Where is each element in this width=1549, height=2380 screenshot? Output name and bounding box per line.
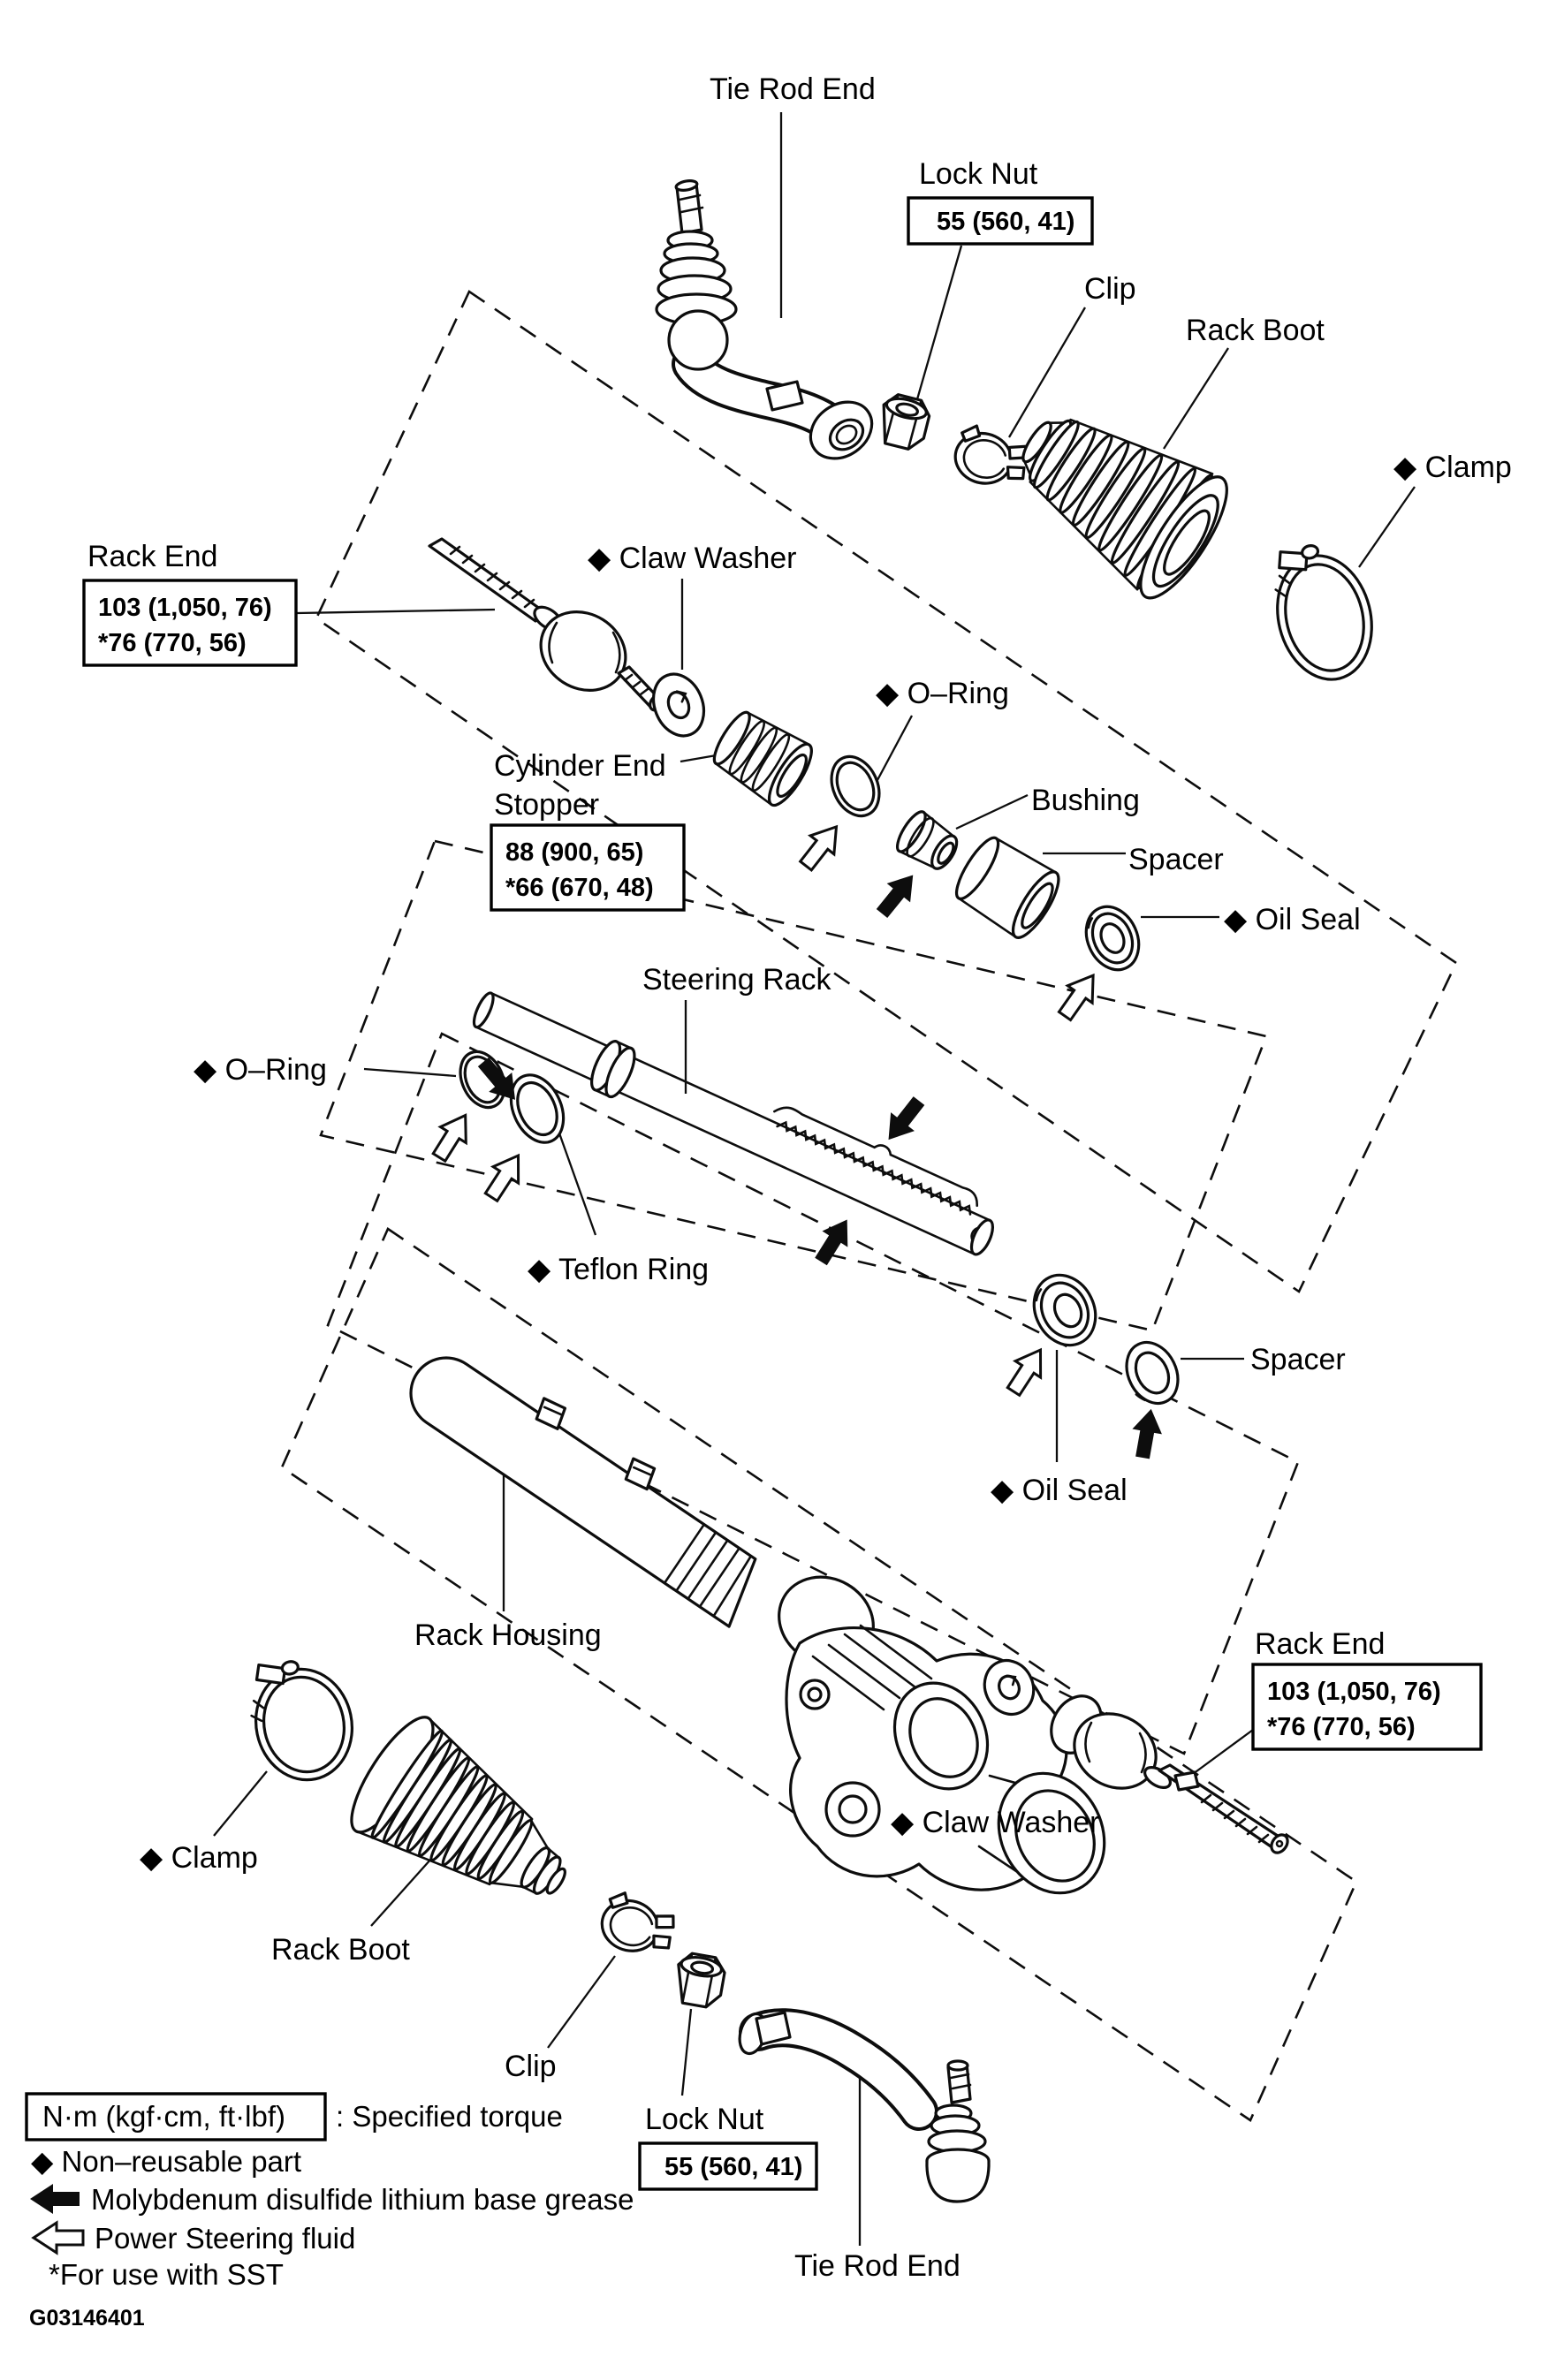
part-clamp-bottom (250, 1660, 354, 1782)
label-o-ring-left: ◆ O–Ring (194, 1053, 327, 1087)
figure-code: G03146401 (29, 2306, 145, 2331)
label-bushing: Bushing (1031, 784, 1140, 817)
ps-fluid-arrow-icon (793, 815, 850, 876)
part-rack-end-top (428, 537, 666, 712)
label-cylinder-end-stopper-line1: Cylinder End (494, 749, 666, 783)
torque-box-rack-end-bottom: 103 (1,050, 76) *76 (770, 56) (1251, 1663, 1483, 1751)
part-rack-boot-top (1021, 418, 1228, 600)
part-labels: Tie Rod End Lock Nut Clip Rack Boot ◆ Cl… (87, 72, 1512, 2283)
label-rack-housing: Rack Housing (414, 1618, 602, 1652)
torque-value: *66 (670, 48) (505, 874, 654, 902)
part-rack-end-bottom (1050, 1694, 1289, 1854)
label-claw-washer-bottom: ◆ Claw Washer (891, 1806, 1100, 1839)
parts (250, 179, 1373, 2203)
part-rack-boot-bottom (350, 1716, 566, 1895)
label-lock-nut-bottom: Lock Nut (645, 2103, 764, 2136)
legend-torque-desc: : Specified torque (336, 2100, 563, 2133)
grease-arrow-icon (877, 1091, 931, 1149)
dashed-box-third (326, 1032, 1300, 1755)
ps-fluid-arrow-icon (477, 1146, 533, 1207)
label-rack-boot-bottom: Rack Boot (271, 1933, 410, 1967)
legend-grease: Molybdenum disulfide lithium base grease (91, 2183, 634, 2216)
label-o-ring-top: ◆ O–Ring (876, 677, 1009, 710)
label-tie-rod-end-top: Tie Rod End (710, 72, 876, 106)
label-clip-top: Clip (1084, 272, 1136, 306)
torque-box-lock-nut-top: 55 (560, 41) (907, 196, 1094, 246)
grease-arrow-icon (1128, 1406, 1166, 1460)
part-bushing (895, 810, 959, 870)
part-clip-top (953, 424, 1029, 485)
torque-value: 55 (560, 41) (664, 2153, 802, 2181)
label-cylinder-end-stopper-line2: Stopper (494, 788, 599, 822)
torque-value: 103 (1,050, 76) (1267, 1678, 1441, 1706)
label-tie-rod-end-bottom: Tie Rod End (794, 2249, 961, 2283)
label-rack-end-top: Rack End (87, 540, 217, 573)
label-oil-seal-mid: ◆ Oil Seal (991, 1474, 1128, 1507)
part-tie-rod-end-top (655, 179, 874, 460)
legend-ps-fluid: Power Steering fluid (95, 2222, 355, 2255)
legend-torque-unit: N·m (kgf·cm, ft·lbf) (42, 2100, 285, 2133)
dashed-box-bottom (280, 1227, 1358, 2122)
part-clamp-top (1274, 544, 1373, 681)
torque-value: 55 (560, 41) (937, 208, 1074, 236)
ps-fluid-arrow-icon (999, 1340, 1055, 1401)
label-oil-seal-top: ◆ Oil Seal (1224, 903, 1361, 936)
torque-box-cylinder-end-stopper: 88 (900, 65) *66 (670, 48) (490, 823, 686, 912)
legend-sst-note: *For use with SST (49, 2258, 284, 2291)
label-spacer-mid: Spacer (1250, 1343, 1346, 1376)
part-cylinder-end-stopper (712, 710, 813, 807)
part-lock-nut-bottom (677, 1952, 726, 2009)
ps-fluid-arrow-icon (425, 1106, 480, 1167)
dashed-box-top (315, 290, 1458, 1293)
label-spacer-top: Spacer (1128, 843, 1224, 876)
torque-value: *76 (770, 56) (1267, 1713, 1416, 1741)
torque-value: *76 (770, 56) (98, 629, 247, 657)
leader-lines (213, 112, 1416, 2246)
label-clip-bottom: Clip (505, 2050, 557, 2083)
legend-non-reusable: ◆ Non–reusable part (31, 2145, 301, 2178)
label-clamp-top: ◆ Clamp (1393, 451, 1512, 484)
dashed-assembly-boxes (280, 290, 1458, 2122)
part-o-ring-top (830, 754, 881, 818)
dashed-box-second (319, 839, 1268, 1332)
label-clamp-bottom: ◆ Clamp (140, 1841, 258, 1875)
label-claw-washer-top: ◆ Claw Washer (588, 542, 797, 575)
label-lock-nut-top: Lock Nut (919, 157, 1038, 191)
torque-value: 88 (900, 65) (505, 838, 643, 867)
part-claw-washer-top (651, 672, 706, 738)
part-claw-washer-bottom (983, 1659, 1036, 1716)
part-spacer-top (954, 836, 1060, 939)
grease-arrow-icon (30, 2184, 80, 2214)
part-steering-rack (472, 991, 995, 1256)
label-teflon-ring: ◆ Teflon Ring (528, 1253, 709, 1286)
legend: N·m (kgf·cm, ft·lbf) : Specified torque … (25, 2092, 634, 2331)
part-spacer-mid (1125, 1340, 1180, 1406)
grease-arrow-icon (869, 865, 925, 923)
part-lock-nut-top (882, 393, 931, 451)
part-clip-bottom (600, 1891, 675, 1952)
label-rack-end-bottom: Rack End (1255, 1627, 1385, 1661)
torque-value: 103 (1,050, 76) (98, 594, 272, 622)
label-steering-rack: Steering Rack (642, 963, 832, 997)
label-rack-boot-top: Rack Boot (1186, 314, 1325, 347)
part-oil-seal-mid (1032, 1273, 1097, 1347)
torque-unit-box (25, 2092, 327, 2141)
part-oil-seal-top (1084, 905, 1141, 972)
ps-fluid-arrow-icon (32, 2221, 85, 2255)
part-teflon-ring (509, 1073, 566, 1144)
torque-spec-boxes: 55 (560, 41) 103 (1,050, 76) *76 (770, 5… (82, 196, 1483, 2191)
torque-box-lock-nut-bottom: 55 (560, 41) (638, 2141, 818, 2191)
torque-box-rack-end-top: 103 (1,050, 76) *76 (770, 56) (82, 579, 298, 667)
part-tie-rod-end-bottom (738, 2008, 991, 2203)
